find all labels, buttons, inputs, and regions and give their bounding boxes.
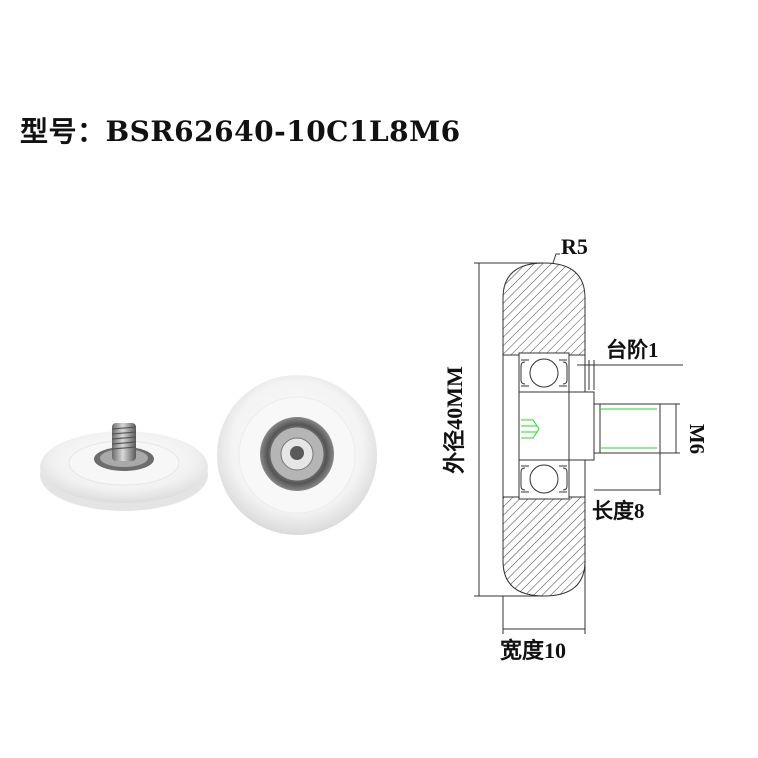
label-width: 宽度10 — [500, 638, 566, 663]
threaded-stud — [593, 403, 661, 454]
bearing-ball-top — [529, 358, 559, 388]
tire-hatch-bottom — [502, 496, 586, 597]
model-prefix: 型号： — [20, 115, 106, 148]
label-thread: M6 — [685, 424, 709, 454]
tire-hatch-top — [502, 262, 586, 356]
label-outer-diameter: 外径40MM — [442, 366, 467, 474]
label-radius: R5 — [561, 234, 588, 259]
label-stud-length: 长度8 — [592, 499, 645, 523]
roller-front-view-bearing — [217, 375, 377, 535]
bearing-ball-bottom — [529, 464, 559, 494]
step-shoulder — [568, 391, 595, 461]
roller-side-view-with-stud — [40, 423, 208, 511]
model-title: 型号：BSR62640-10C1L8M6 — [20, 110, 461, 150]
label-step: 台阶1 — [606, 338, 659, 362]
model-number: BSR62640-10C1L8M6 — [105, 115, 461, 148]
